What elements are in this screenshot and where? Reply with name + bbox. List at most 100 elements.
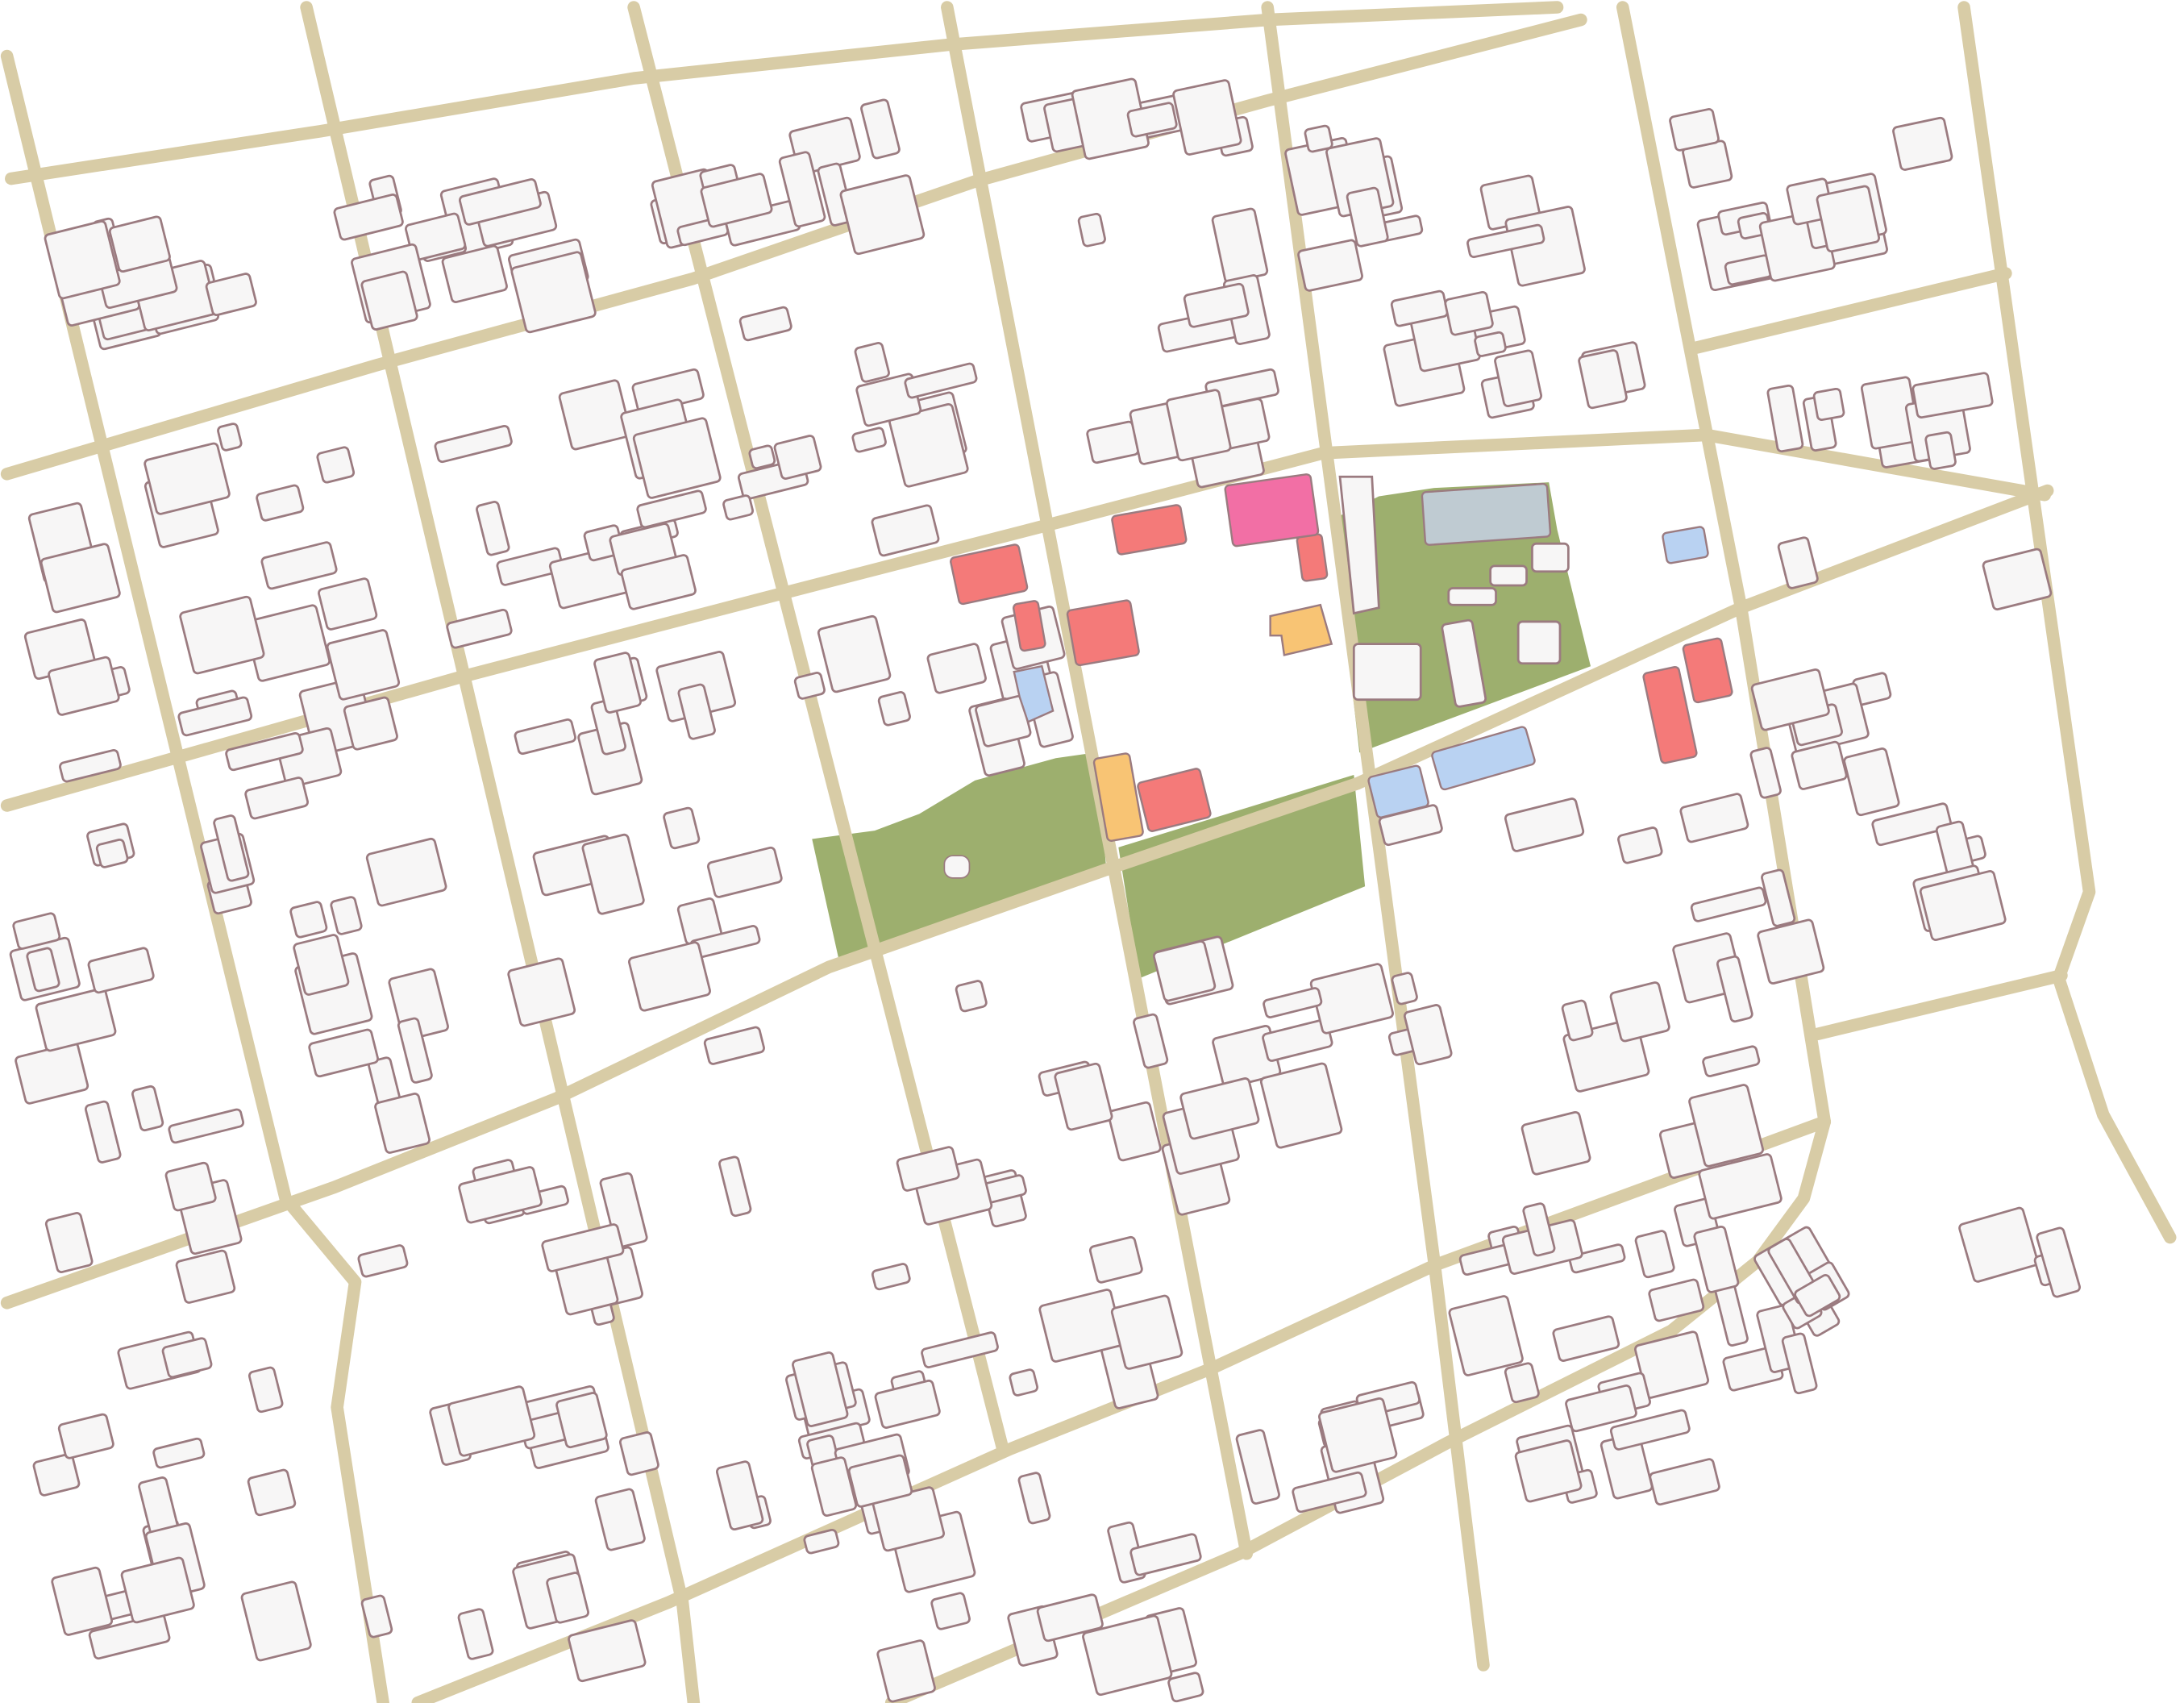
building	[541, 1223, 625, 1272]
highlighted-building-red	[1137, 768, 1212, 832]
building	[120, 1556, 195, 1624]
building	[593, 652, 642, 714]
road	[884, 1115, 1832, 1703]
building	[1391, 972, 1418, 1006]
building	[1757, 918, 1825, 985]
building	[1133, 1013, 1169, 1069]
building	[706, 846, 783, 898]
building	[555, 1392, 608, 1449]
building	[144, 442, 231, 515]
building	[1688, 1084, 1765, 1168]
building	[1816, 185, 1881, 253]
building	[1552, 1315, 1620, 1362]
building	[738, 306, 792, 342]
building	[85, 1100, 122, 1164]
building	[1531, 542, 1570, 573]
building	[1126, 102, 1178, 138]
building	[1791, 740, 1848, 790]
building	[1444, 290, 1494, 336]
building	[1494, 349, 1543, 408]
building	[1690, 886, 1767, 922]
building	[260, 541, 338, 590]
building	[213, 814, 250, 882]
building	[1912, 372, 1994, 419]
building	[44, 220, 121, 300]
building	[1082, 1614, 1173, 1697]
park-pond	[943, 855, 971, 879]
building	[1338, 475, 1380, 615]
highlighted-building-red	[1012, 600, 1046, 652]
building	[1297, 239, 1363, 292]
building	[703, 1026, 765, 1065]
building	[1698, 1153, 1783, 1220]
building	[1516, 620, 1562, 665]
building	[722, 494, 754, 521]
building	[715, 1460, 764, 1531]
building	[874, 1379, 941, 1429]
building	[447, 1385, 536, 1457]
building	[244, 777, 309, 820]
building	[1958, 1206, 2039, 1283]
building	[1165, 389, 1232, 462]
building	[1403, 1004, 1453, 1066]
building	[1648, 1278, 1705, 1322]
park-central-south	[1118, 774, 1366, 979]
building	[871, 1263, 911, 1291]
road	[0, 13, 1587, 481]
road	[0, 484, 2054, 1310]
building	[365, 837, 447, 907]
building	[854, 342, 890, 383]
building	[1352, 643, 1422, 702]
building	[333, 194, 404, 241]
road	[5, 1, 1564, 185]
building	[459, 178, 542, 226]
highlighted-building-light-blue	[1367, 764, 1429, 818]
building	[1781, 1332, 1818, 1395]
building	[1609, 1409, 1691, 1451]
building	[1235, 1429, 1280, 1505]
building	[507, 957, 576, 1027]
building	[168, 1108, 245, 1144]
building	[247, 1468, 297, 1517]
building	[1843, 747, 1900, 817]
building	[718, 1155, 752, 1218]
building	[1309, 963, 1394, 1035]
building	[1077, 212, 1106, 248]
building	[546, 1572, 589, 1624]
building	[1679, 793, 1749, 843]
building	[87, 947, 155, 994]
building	[1448, 1295, 1524, 1376]
building	[293, 934, 350, 996]
building	[1578, 349, 1628, 410]
building	[581, 833, 645, 915]
building	[179, 595, 265, 675]
building	[1167, 1672, 1204, 1703]
building	[1750, 668, 1830, 731]
building	[1172, 79, 1242, 156]
building	[496, 547, 564, 586]
building	[1346, 186, 1389, 248]
building	[778, 151, 826, 228]
building	[1794, 1274, 1841, 1318]
building	[330, 896, 363, 935]
building	[1669, 108, 1720, 152]
building	[12, 912, 61, 950]
highlighted-building-red	[1111, 504, 1188, 556]
building	[700, 173, 773, 228]
road	[1811, 968, 2068, 1041]
building	[904, 362, 978, 399]
building	[1617, 827, 1663, 864]
building	[374, 1093, 431, 1154]
building	[620, 554, 697, 610]
highlighted-building-orange	[1269, 603, 1333, 656]
building	[793, 672, 826, 700]
building	[476, 501, 510, 556]
building	[48, 656, 120, 716]
building	[289, 901, 328, 939]
building	[360, 270, 418, 331]
building	[225, 731, 304, 772]
building	[1259, 1062, 1343, 1149]
buildings-layer	[9, 77, 2081, 1703]
building	[851, 427, 887, 453]
